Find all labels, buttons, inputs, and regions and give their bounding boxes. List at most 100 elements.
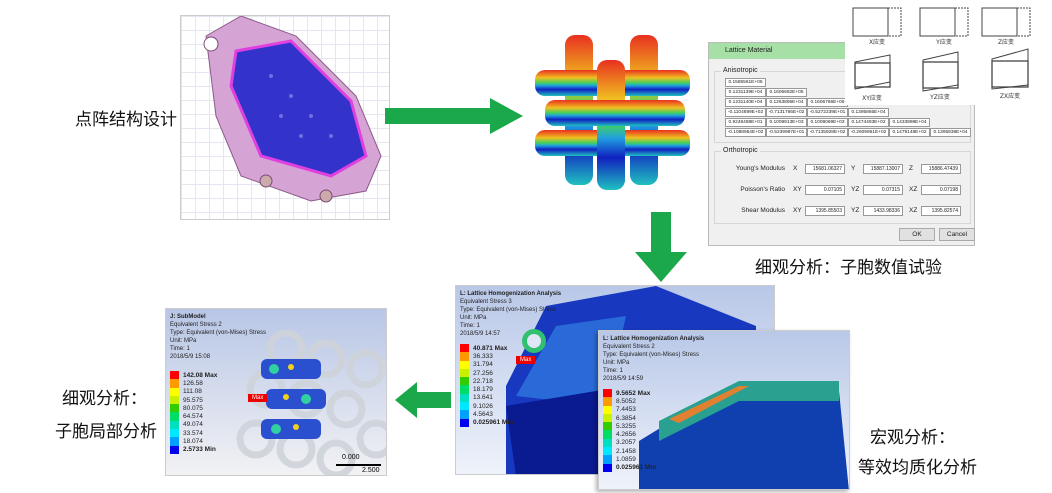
result-date: 2018/5/9 14:59 [603, 376, 644, 382]
matrix-cell: 0.9248488E+01 [725, 118, 766, 127]
property-field[interactable]: 15887.13007 [863, 164, 903, 174]
result-result: Equivalent Stress 2 [170, 322, 222, 328]
result-date: 2018/5/9 15:08 [170, 354, 211, 360]
matrix-cell: 0.1009069E+03 [807, 118, 848, 127]
property-field[interactable]: 0.07315 [863, 185, 903, 195]
strain-label: Z应变 [997, 39, 1015, 46]
property-field[interactable]: 0.07105 [805, 185, 845, 195]
result-type: Type: Equivalent (von-Mises) Stress [460, 307, 557, 313]
arrow-left-icon [395, 382, 451, 418]
matrix-cell: 0.1231139E+04 [725, 88, 766, 97]
orthotropic-label: Orthotropic [721, 147, 760, 154]
result-unit: Unit: MPa [170, 338, 197, 344]
ok-button[interactable]: OK [899, 228, 935, 241]
matrix-cell: 0.1263895E+04 [766, 98, 807, 107]
legend-row: 49.074 [170, 420, 217, 430]
result-unit: Unit: MPa [460, 315, 487, 321]
legend-swatch [460, 410, 469, 419]
property-field[interactable]: 15681.06327 [805, 164, 845, 174]
legend-value: 95.575 [183, 396, 203, 404]
legend-swatch [170, 379, 179, 388]
legend-swatch [460, 368, 469, 378]
property-field[interactable]: 0.07198 [921, 185, 961, 195]
legend-value: 4.5643 [473, 411, 493, 419]
strain-label: X应变 [868, 39, 886, 46]
arrow-down-icon [635, 212, 687, 282]
label-macro-2: 等效均质化分析 [858, 458, 977, 478]
legend-value: 27.256 [473, 369, 493, 377]
legend-swatch [603, 422, 612, 431]
strain-mode-diagrams: X应变 Y应变 Z应变 XY应变 YZ应变 ZX应变 [845, 0, 1040, 105]
legend-value: 40.871 Max [473, 344, 508, 352]
cancel-button[interactable]: Cancel [939, 228, 975, 241]
property-label: Poisson's Ratio [740, 186, 785, 193]
legend-value: 4.2656 [616, 431, 636, 439]
legend-row: 111.08 [170, 387, 217, 396]
label-meso-local-2: 子胞局部分析 [55, 422, 157, 442]
property-field[interactable]: 1395.85503 [805, 206, 845, 216]
legend-row: 95.575 [170, 395, 217, 405]
property-field[interactable]: 1395.82574 [921, 206, 961, 216]
legend-value: 9.5652 Max [616, 389, 651, 397]
legend-row: 33.574 [170, 429, 217, 438]
result-result: Equivalent Stress 3 [460, 299, 512, 305]
result-time: Time: 1 [603, 368, 623, 374]
property-field[interactable]: 15886.47439 [921, 164, 961, 174]
matrix-cell: 0.1585561E+05 [725, 78, 766, 87]
property-label: Shear Modulus [741, 207, 785, 214]
legend-row: 18.074 [170, 437, 217, 446]
legend-row: 3.2057 [603, 438, 656, 448]
legend-swatch [603, 447, 612, 456]
legend-swatch [460, 360, 469, 369]
property-label: Young's Modulus [735, 165, 785, 172]
legend-row: 31.794 [460, 360, 513, 369]
legend-swatch [170, 445, 179, 454]
legend-value: 111.08 [183, 388, 202, 396]
axis-label: YZ [851, 207, 860, 214]
legend-row: 0.025961 Min [603, 463, 657, 472]
legend-row: 2.5733 Min [170, 445, 217, 454]
property-field[interactable]: 1433.98336 [863, 206, 903, 216]
axis-label: X [793, 165, 798, 172]
legend-value: 31.794 [473, 361, 493, 369]
legend-swatch [460, 418, 469, 427]
legend-swatch [603, 389, 612, 398]
legend-value: 64.574 [183, 413, 203, 421]
matrix-cell: 0.1231140E+04 [725, 98, 766, 107]
result-title: J: SubModel [170, 314, 206, 320]
legend-swatch [170, 387, 179, 396]
legend-swatch [460, 377, 469, 386]
legend-row: 6.3854 [603, 413, 656, 423]
strain-label: YZ应变 [930, 94, 950, 101]
legend-value: 80.075 [183, 404, 203, 412]
legend-row: 4.5643 [460, 410, 513, 419]
result-time: Time: 1 [170, 346, 190, 352]
axis-label: XY [793, 207, 802, 214]
label-meso-local-1: 细观分析： [62, 389, 147, 409]
legend-swatch [603, 438, 612, 448]
label-lattice-design: 点阵结构设计 [75, 110, 177, 130]
legend-swatch [170, 404, 179, 413]
matrix-cell: 0.1479148E+02 [889, 128, 930, 137]
max-marker: Max [516, 356, 536, 364]
result-type: Type: Equivalent (von-Mises) Stress [170, 330, 267, 336]
legend-swatch [170, 437, 179, 446]
legend-swatch [170, 420, 179, 430]
matrix-cell: -0.5272239E+01 [807, 108, 848, 117]
matrix-cell: 0.1395866E+04 [848, 108, 889, 117]
legend-value: 0.025961 Min [616, 464, 657, 472]
legend-row: 142.08 Max [170, 371, 217, 380]
matrix-cell: -0.2609951E+02 [848, 128, 889, 137]
legend-value: 126.58 [183, 379, 203, 387]
legend-row: 36.333 [460, 352, 513, 361]
matrix-cell: 0.1606682E+05 [766, 88, 807, 97]
label-meso-test: 细观分析：子胞数值试验 [755, 258, 942, 278]
legend-value: 6.3854 [616, 414, 636, 422]
legend-value: 9.1026 [473, 402, 493, 410]
legend-value: 8.5052 [616, 397, 636, 405]
matrix-cell: -0.5239987E+01 [766, 128, 807, 137]
